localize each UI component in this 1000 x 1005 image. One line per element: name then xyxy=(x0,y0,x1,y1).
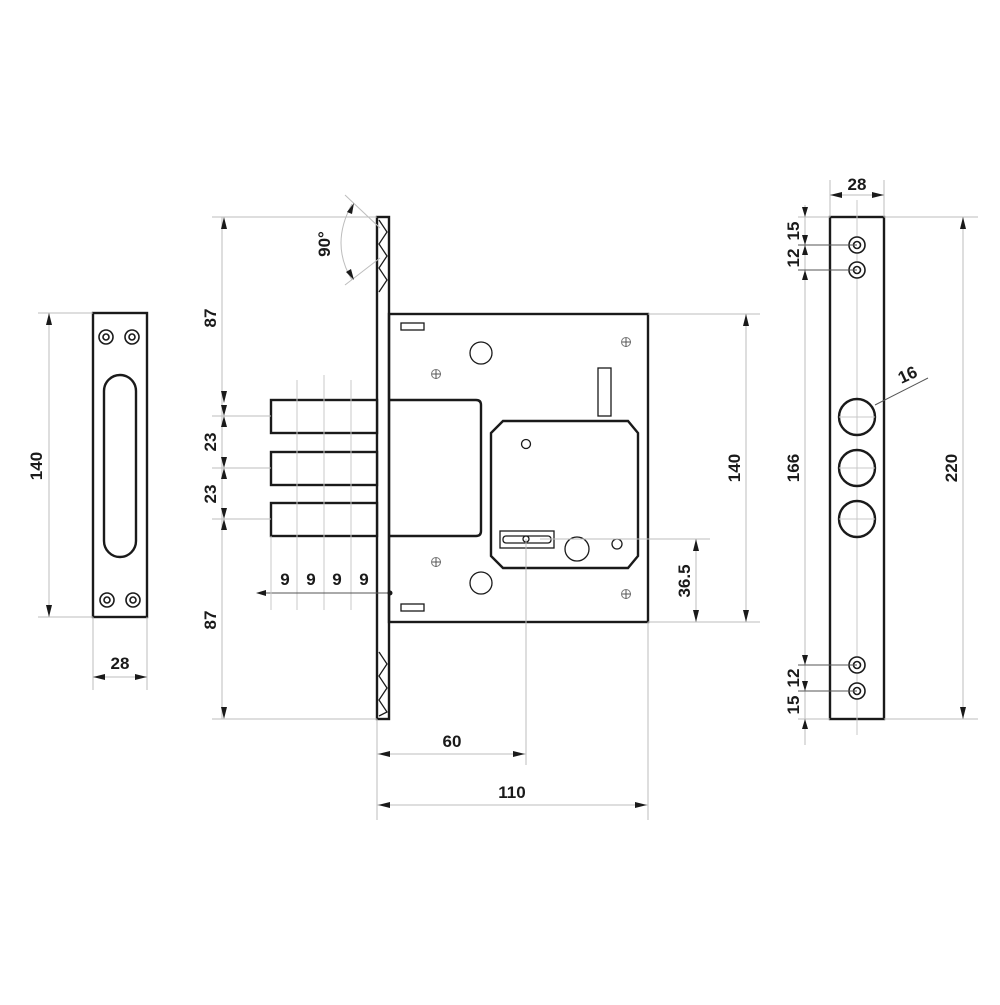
slot-top xyxy=(400,322,425,331)
top-hole-spacing-label-2: 12 xyxy=(784,249,803,268)
slot-bottom xyxy=(400,603,425,612)
backset-label: 60 xyxy=(443,732,462,751)
rivet-icon xyxy=(431,337,631,599)
faceplate-height-label: 220 xyxy=(942,454,961,482)
strike-plate-height-label: 140 xyxy=(27,452,46,480)
case-height-label: 140 xyxy=(725,454,744,482)
strike-plate-width-label: 28 xyxy=(111,654,130,673)
small-hole xyxy=(611,538,623,550)
faceplate-teeth-top xyxy=(378,219,388,293)
bottom-offset-label: 87 xyxy=(201,611,220,630)
bolt-throw-label-2: 9 xyxy=(306,570,315,589)
faceplate-side xyxy=(375,215,391,721)
spindle-hole-top xyxy=(469,341,493,365)
bolt-throw-label-1: 9 xyxy=(280,570,289,589)
pin-hole xyxy=(520,438,532,450)
bottom-hole-spacing-label-1: 12 xyxy=(784,669,803,688)
cylinder-plate xyxy=(489,419,640,570)
strike-plate-view: 140 28 xyxy=(27,311,149,690)
bottom-hole-spacing-label-2: 15 xyxy=(784,696,803,715)
bolt-housing xyxy=(389,398,483,538)
top-hole-spacing-label-1: 15 xyxy=(784,222,803,241)
faceplate-teeth-bottom xyxy=(378,651,388,717)
top-offset-label: 87 xyxy=(201,309,220,328)
hole-span-label: 166 xyxy=(784,454,803,482)
cylinder-hole xyxy=(564,536,590,562)
faceplate-front-view: 16 28 220 15 12 166 12 15 xyxy=(784,175,978,745)
screw-hole-icon xyxy=(98,329,141,608)
strike-plate-outline xyxy=(91,311,149,619)
spindle-hole-bottom xyxy=(469,571,493,595)
lock-case xyxy=(387,312,650,624)
faceplate-width-label: 28 xyxy=(848,175,867,194)
cylinder-height-label: 36.5 xyxy=(675,564,694,597)
latch-slot xyxy=(597,367,612,417)
lock-body-view: 87 23 23 87 9 9 9 9 90° xyxy=(201,194,760,820)
bolt-spacing-label-1: 23 xyxy=(201,433,220,452)
strike-plate-slot xyxy=(102,373,138,559)
bolt-throw-label-3: 9 xyxy=(332,570,341,589)
case-depth-label: 110 xyxy=(498,783,525,802)
bolt-spacing-label-2: 23 xyxy=(201,485,220,504)
bolt-throw-label-4: 9 xyxy=(359,570,368,589)
angle-label: 90° xyxy=(315,231,334,257)
